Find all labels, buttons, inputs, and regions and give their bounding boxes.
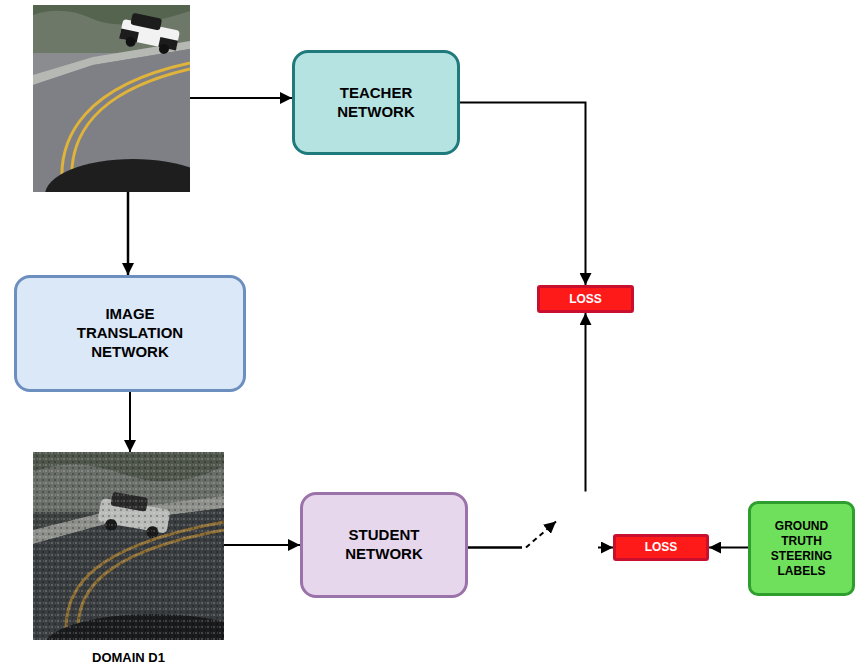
connector-arrow [129,392,131,452]
loss-box: LOSS [613,534,709,561]
node-label: IMAGE TRANSLATION NETWORK [68,305,193,361]
connector-arrow [224,544,300,546]
connector-arrow [468,547,613,549]
connector-arrow [460,103,586,286]
road-photo [33,5,190,192]
flow-arrow [190,97,292,99]
node-label: GROUND TRUTH STEERING LABELS [763,519,841,579]
node-label: STUDENT NETWORK [339,526,429,564]
image-caption: DOMAIN D1 [92,650,165,666]
image-node: DOMAIN D1 [33,452,224,666]
loss-box: LOSS [537,285,634,313]
node-label: LOSS [645,540,678,555]
connector-arrow [709,547,748,549]
node-label: LOSS [569,292,602,307]
connector-arrow [468,313,586,548]
process-box: IMAGE TRANSLATION NETWORK [14,275,246,392]
process-box: TEACHER NETWORK [292,50,460,155]
process-box: STUDENT NETWORK [300,492,468,598]
node-label: TEACHER NETWORK [331,84,421,122]
label-box: GROUND TRUTH STEERING LABELS [748,501,855,596]
switch-lever [526,522,556,548]
flow-arrow [127,192,130,275]
translated-photo [33,452,224,640]
